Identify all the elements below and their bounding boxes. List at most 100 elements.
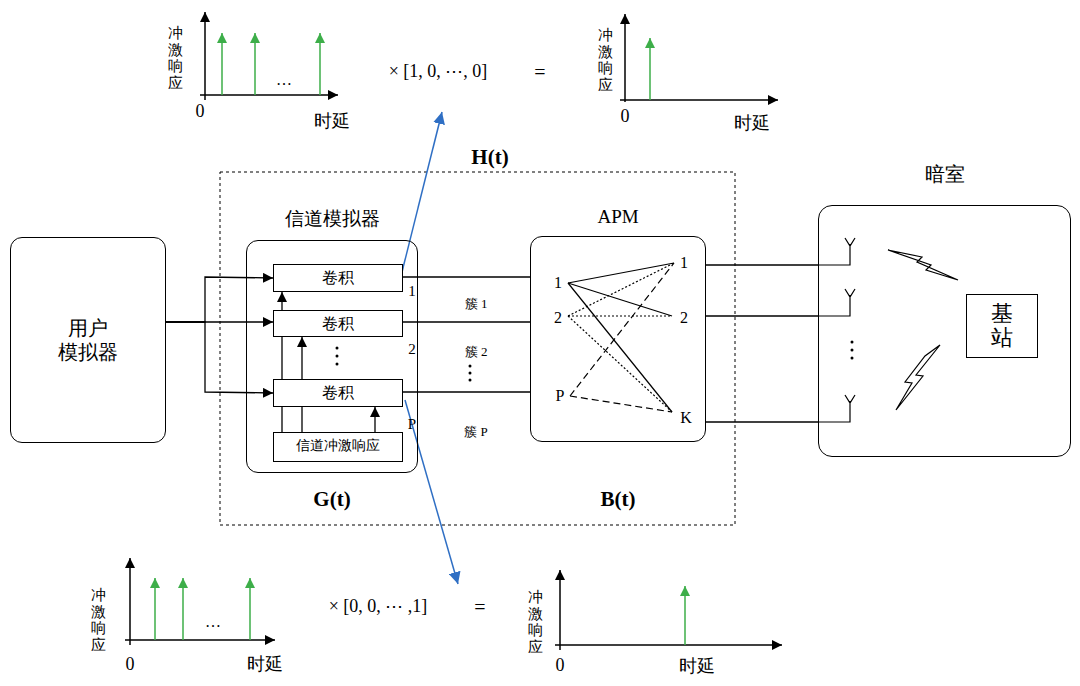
solid-map [568, 263, 674, 283]
axis-label: 冲激响应 [91, 587, 106, 653]
text-label: P [556, 386, 565, 405]
anechoic-chamber-box: 暗室基站 [818, 205, 1071, 457]
connector [403, 321, 530, 322]
node-text: 基站 [991, 302, 1013, 350]
connectors [166, 265, 818, 432]
text-label: … [205, 612, 221, 631]
dot [336, 355, 339, 358]
text-label: 时延 [679, 656, 715, 678]
text-label: 1 [554, 273, 562, 292]
text-label: 簇 2 [465, 344, 488, 360]
user-emulator-box: 用户 模拟器 [10, 237, 166, 443]
channel-emulator-box: 信道模拟器G(t)卷积卷积卷积信道冲激响应 [246, 240, 418, 473]
node-heading: 信道模拟器 [285, 208, 380, 231]
node-text: 用户 模拟器 [57, 316, 119, 364]
text-label: 1 [680, 253, 688, 272]
dotted-map [568, 316, 672, 412]
dot [469, 365, 472, 368]
impulse [684, 586, 686, 645]
callout-arrow [405, 400, 458, 584]
bottom-left-axes [125, 558, 275, 645]
antenna [818, 289, 855, 316]
x-axis [620, 99, 778, 101]
dot [336, 363, 339, 366]
impulse-response-box: 信道冲激响应 [273, 432, 403, 462]
callout-arrow [402, 112, 442, 272]
dot [851, 349, 854, 352]
connector [166, 322, 273, 393]
connector [166, 277, 273, 322]
solid-map [568, 283, 672, 316]
text-label: 时延 [314, 111, 350, 133]
text-label: 1 [408, 282, 416, 300]
axis-label: 冲激响应 [528, 589, 543, 655]
text-label: P [408, 415, 416, 433]
ellipsis-dots [336, 341, 854, 382]
base-station-box: 基站 [966, 294, 1038, 358]
text-label: H(t) [471, 145, 508, 170]
impulse-arrows [222, 33, 320, 95]
text-label: 簇 P [464, 424, 487, 440]
radio-waves [888, 250, 958, 410]
dashed-enclosure [220, 172, 735, 525]
convolution-box: 卷积 [273, 264, 403, 292]
top-left-axes [200, 12, 338, 100]
top-right-axes [620, 14, 778, 102]
impulse [221, 33, 223, 95]
connector [403, 391, 530, 392]
dot [336, 347, 339, 350]
dashed-map [570, 396, 672, 412]
dashed-map [570, 263, 674, 396]
node-text: 卷积 [322, 383, 354, 402]
dot [469, 372, 472, 375]
bottom-right-axes [555, 570, 782, 650]
text-label: K [680, 408, 692, 427]
convolution-box: 卷积 [273, 379, 403, 407]
text-label: 0 [621, 106, 630, 128]
y-axis [204, 12, 206, 100]
connector [706, 421, 818, 422]
apm-box: APMB(t) [530, 236, 706, 442]
y-axis [624, 14, 626, 102]
text-label: = [474, 595, 485, 619]
text-label: 2 [408, 340, 416, 358]
x-axis [200, 94, 338, 96]
y-axis [559, 570, 561, 650]
antenna [818, 395, 855, 422]
text-label: … [276, 70, 292, 89]
antenna [818, 238, 855, 265]
text-label: 时延 [247, 654, 283, 676]
node-heading: APM [597, 206, 638, 229]
node-heading: B(t) [601, 487, 636, 512]
impulse [254, 33, 256, 95]
text-label: 2 [680, 308, 688, 327]
impulse [649, 38, 651, 100]
impulse [182, 578, 184, 640]
text-label: × [1, 0, ⋯, 0] [389, 61, 488, 83]
connector [374, 407, 375, 432]
node-text: 卷积 [322, 314, 354, 333]
dot [851, 357, 854, 360]
x-axis [125, 639, 275, 641]
dot [851, 341, 854, 344]
node-heading: G(t) [313, 487, 350, 512]
impulse-arrows [155, 578, 250, 640]
text-label: = [534, 60, 545, 84]
text-label: 时延 [734, 113, 770, 135]
lightning-bolt [896, 345, 940, 410]
solid-map [568, 283, 672, 412]
dotted-map [568, 315, 672, 316]
antennas [818, 238, 855, 422]
connector [403, 276, 530, 277]
text-label: 0 [556, 655, 565, 677]
lightning-bolt [888, 250, 958, 280]
text-label: 簇 1 [465, 296, 488, 312]
dotted-map [568, 263, 674, 316]
text-label: 0 [126, 654, 135, 676]
node-text: 卷积 [322, 268, 354, 287]
convolution-box: 卷积 [273, 310, 403, 337]
impulse [319, 33, 321, 95]
